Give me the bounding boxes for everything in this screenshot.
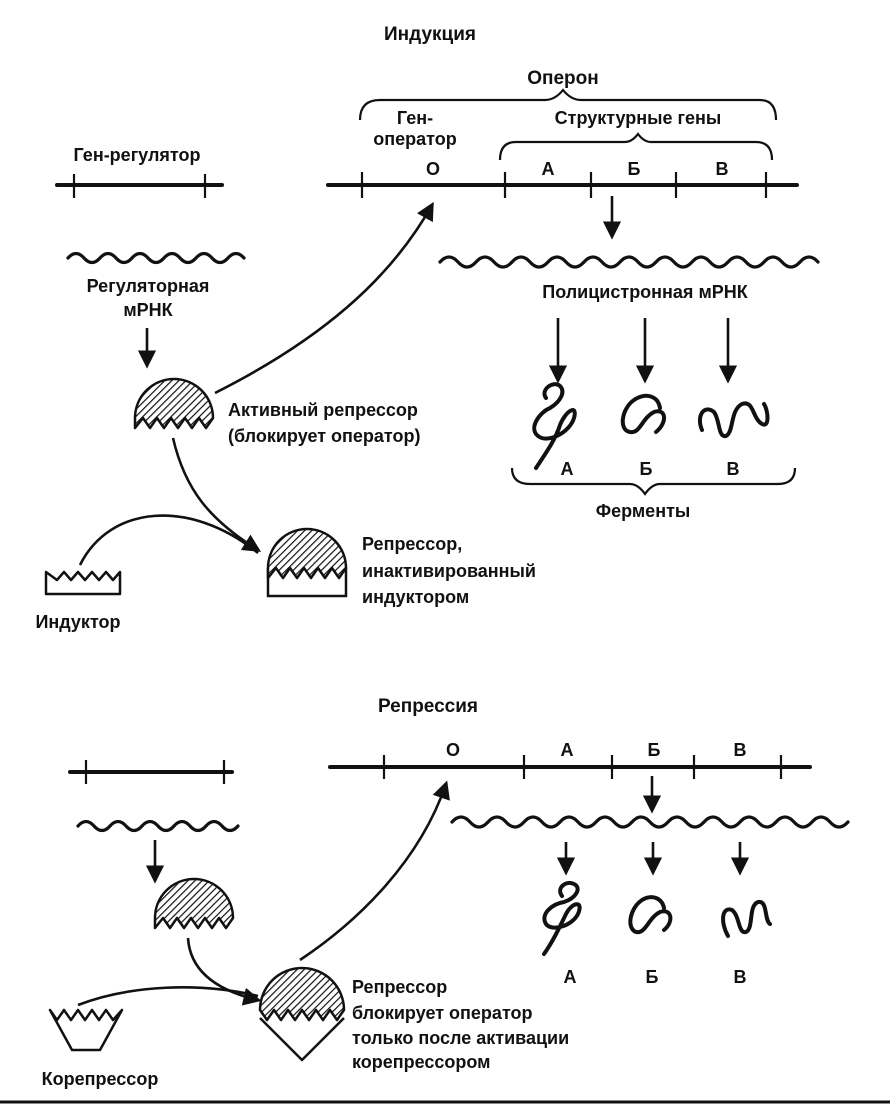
repression-operon-dna <box>328 755 812 779</box>
repression-enzyme-a-chain <box>542 881 582 956</box>
repressor-to-operator-arrow <box>214 201 434 395</box>
blocked-repressor-label-line2: блокирует оператор <box>352 1003 533 1023</box>
repression-enzyme-v-chain <box>721 899 772 938</box>
repression-enzyme-b-chain <box>628 895 673 935</box>
gene-operator-label-line1: Ген- <box>397 108 433 128</box>
active-complex-shape <box>258 966 346 1062</box>
operon-brace <box>358 88 778 121</box>
gene-o-label: О <box>426 159 440 179</box>
structural-genes-label: Структурные гены <box>555 108 722 128</box>
inducer-shape <box>44 570 122 596</box>
enzyme-b-chain <box>620 393 666 435</box>
repressor-activation-arrow <box>186 937 262 1006</box>
regulatory-mrna-label-line2: мРНК <box>123 300 173 320</box>
repression-enzyme-b-label: Б <box>646 967 659 987</box>
induction-section: Индукция Оперон Ген- оператор Структурны… <box>35 24 820 632</box>
inducer-binding-arrow <box>78 514 259 566</box>
complex-to-operator-arrow <box>299 780 450 962</box>
inducer-label: Индуктор <box>35 612 120 632</box>
polycistronic-mrna-wave <box>438 255 820 269</box>
repression-mrna-wave <box>450 815 850 829</box>
gene-operator-label-line2: оператор <box>373 129 456 149</box>
structural-genes-brace <box>498 132 774 161</box>
inactivated-repressor-label-line1: Репрессор, <box>362 534 462 554</box>
gene-v-label: В <box>716 159 729 179</box>
repression-title: Репрессия <box>378 696 478 717</box>
gene-a-label: А <box>542 159 555 179</box>
repression-regulator-dna <box>68 760 234 784</box>
regulatory-mrna-label-line1: Регуляторная <box>87 276 210 296</box>
enzymes-brace <box>510 467 797 496</box>
operon-label: Оперон <box>527 68 599 89</box>
enzymes-label: Ферменты <box>596 501 691 521</box>
repression-enzyme-a-label: А <box>564 967 577 987</box>
active-repressor-label-line2: (блокирует оператор) <box>228 426 421 446</box>
repression-gene-v-label: В <box>734 740 747 760</box>
gene-regulator-dna <box>55 174 224 198</box>
polycistronic-mrna-label: Полицистронная мРНК <box>542 282 749 302</box>
repression-gene-a-label: А <box>561 740 574 760</box>
active-repressor-label-line1: Активный репрессор <box>228 400 418 420</box>
blocked-repressor-label-line4: корепрессором <box>352 1052 491 1072</box>
enzyme-a-chain <box>532 382 577 470</box>
blocked-repressor-label-line1: Репрессор <box>352 977 447 997</box>
corepressor-shape <box>48 1008 124 1052</box>
corepressor-label: Корепрессор <box>42 1069 159 1089</box>
repression-gene-b-label: Б <box>648 740 661 760</box>
repression-section: Репрессия О А Б В А Б В <box>42 696 850 1089</box>
corepressor-binding-arrow <box>77 986 259 1007</box>
repression-enzyme-v-label: В <box>734 967 747 987</box>
blocked-repressor-label-line3: только после активации <box>352 1028 569 1048</box>
regulatory-mrna-wave <box>66 251 246 265</box>
active-repressor-shape <box>133 377 215 430</box>
inactivated-repressor-label-line3: индуктором <box>362 587 469 607</box>
gene-b-label: Б <box>628 159 641 179</box>
enzyme-b-label: Б <box>640 459 653 479</box>
repressor-inactivation-arrow <box>171 437 262 552</box>
repression-gene-o-label: О <box>446 740 460 760</box>
enzyme-v-label: В <box>727 459 740 479</box>
repression-regulatory-mrna-wave <box>76 819 240 833</box>
induction-title: Индукция <box>384 24 476 45</box>
operon-dna <box>326 172 799 198</box>
enzyme-a-label: А <box>561 459 574 479</box>
repression-repressor-shape <box>153 877 235 930</box>
enzyme-v-chain <box>697 401 770 439</box>
inactivated-repressor-shape <box>266 527 348 598</box>
gene-regulator-label: Ген-регулятор <box>74 145 201 165</box>
inactivated-repressor-label-line2: инактивированный <box>362 561 536 581</box>
